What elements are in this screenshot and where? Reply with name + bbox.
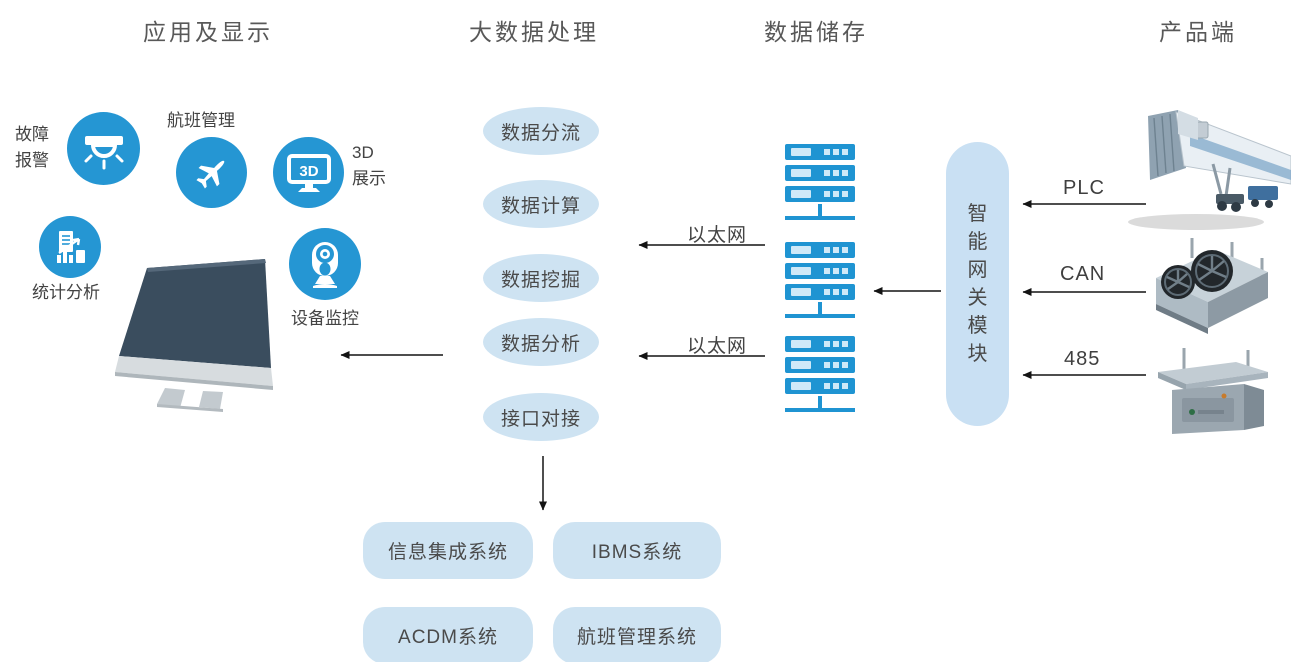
stats-icon xyxy=(39,216,101,278)
header-application-display: 应用及显示 xyxy=(143,19,273,45)
three-d-label-line1: 3D xyxy=(352,143,374,162)
system-ibms: IBMS系统 xyxy=(553,522,721,579)
system-info-integration: 信息集成系统 xyxy=(363,522,533,579)
gateway-module-label: 智能网关模块 xyxy=(967,203,988,365)
airplane-icon xyxy=(195,160,224,189)
header-bigdata-processing: 大数据处理 xyxy=(469,19,599,45)
pill-data-split-label: 数据分流 xyxy=(500,122,581,144)
pill-data-mining: 数据挖掘 xyxy=(483,254,599,302)
fault-alarm-label: 故障 报警 xyxy=(15,122,49,174)
system-acdm-label: ACDM系统 xyxy=(398,627,498,648)
system-ibms-label: IBMS系统 xyxy=(591,542,683,563)
server-stack-icon-1 xyxy=(785,144,855,220)
pill-interface-dock-label: 接口对接 xyxy=(500,408,581,430)
desktop-monitor-image xyxy=(115,259,273,412)
flight-mgmt-label: 航班管理 xyxy=(167,111,235,130)
3d-icon-text: 3D xyxy=(299,163,318,180)
pill-data-mining-label: 数据挖掘 xyxy=(500,269,581,291)
system-acdm: ACDM系统 xyxy=(363,607,533,662)
three-d-label-line2: 展示 xyxy=(352,169,386,188)
device-monitor-label: 设备监控 xyxy=(291,309,359,328)
gateway-module: 智能网关模块 xyxy=(946,142,1009,426)
system-flight-mgmt: 航班管理系统 xyxy=(553,607,721,662)
device-monitor-icon xyxy=(289,228,361,300)
system-flight-mgmt-label: 航班管理系统 xyxy=(576,627,697,648)
pill-data-compute: 数据计算 xyxy=(483,180,599,228)
header-data-storage: 数据储存 xyxy=(764,19,868,45)
air-handling-unit-image xyxy=(1158,348,1268,434)
pill-interface-dock: 接口对接 xyxy=(483,393,599,441)
three-d-icon: 3D xyxy=(273,137,344,208)
fault-alarm-icon xyxy=(67,112,140,185)
three-d-label: 3D 展示 xyxy=(352,140,386,192)
webcam-icon xyxy=(312,242,338,288)
protocol-485-label: 485 xyxy=(1064,348,1101,370)
ethernet-label-1: 以太网 xyxy=(687,225,748,246)
stats-label: 统计分析 xyxy=(32,283,100,302)
boarding-bridge-image xyxy=(1128,110,1291,230)
fault-alarm-label-line2: 报警 xyxy=(15,151,49,170)
ethernet-label-2: 以太网 xyxy=(687,336,748,357)
pill-data-split: 数据分流 xyxy=(483,107,599,155)
chart-doc-icon xyxy=(57,231,85,263)
server-stack-icon-2 xyxy=(785,242,855,318)
pill-data-analysis-label: 数据分析 xyxy=(500,333,581,355)
pill-data-compute-label: 数据计算 xyxy=(500,195,581,217)
protocol-plc-label: PLC xyxy=(1063,177,1105,199)
header-product-side: 产品端 xyxy=(1159,19,1237,45)
server-stack-icon-3 xyxy=(785,336,855,412)
flight-mgmt-icon xyxy=(176,137,247,208)
alarm-lamp-icon xyxy=(84,135,123,169)
system-info-integration-label: 信息集成系统 xyxy=(387,542,508,563)
protocol-can-label: CAN xyxy=(1060,263,1106,285)
fault-alarm-label-line1: 故障 xyxy=(15,125,49,144)
3d-monitor-icon: 3D xyxy=(286,153,331,192)
fan-coil-unit-image xyxy=(1156,238,1268,334)
pill-data-analysis: 数据分析 xyxy=(483,318,599,366)
